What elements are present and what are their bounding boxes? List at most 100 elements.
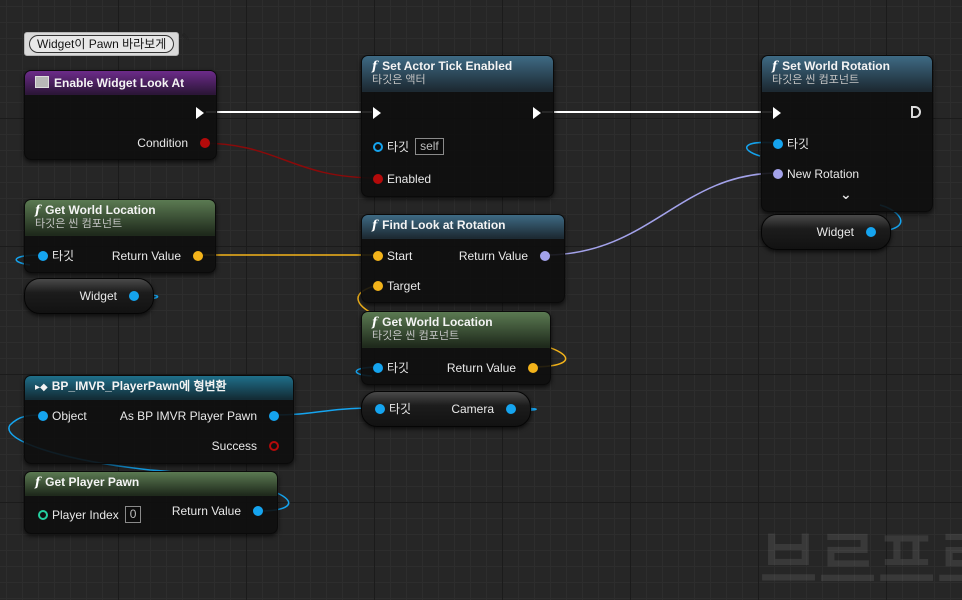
node-find-look-at-rotation[interactable]: f Find Look at Rotation Start Target Retu… (361, 214, 565, 303)
variable-widget[interactable]: Widget (24, 278, 154, 314)
node-title: Set Actor Tick Enabled (382, 59, 513, 73)
pin-label: Return Value (446, 361, 516, 375)
object-pin-icon[interactable] (373, 141, 383, 152)
pushpin-icon[interactable]: ✎ (181, 32, 191, 44)
pin-label: 타깃 (387, 361, 410, 375)
node-subtitle: 타깃은 액터 (372, 74, 426, 86)
pin-success[interactable]: Success (212, 439, 279, 453)
watermark: 브르프로 (760, 527, 962, 596)
cast-icon: ▸◆ (35, 382, 48, 393)
pin-label: 타깃 (52, 249, 75, 263)
object-pin-icon[interactable] (253, 506, 263, 516)
node-set-actor-tick-enabled[interactable]: f Set Actor Tick Enabled 타깃은 액터 타깃 self En… (361, 55, 554, 197)
pin-label: Enabled (387, 172, 432, 186)
vector-pin-icon[interactable] (373, 251, 383, 261)
object-pin-icon[interactable] (773, 139, 783, 149)
pin-label: 타깃 (387, 139, 410, 154)
vector-pin-icon[interactable] (193, 251, 203, 261)
object-pin-icon[interactable] (129, 291, 139, 301)
node-header: f Set Actor Tick Enabled 타깃은 액터 (362, 56, 553, 92)
comment-bubble[interactable]: Widget이 Pawn 바라보게 ✎ (24, 32, 190, 56)
node-get-world-location[interactable]: f Get World Location 타깃은 씬 컴포넌트 타깃 Return… (24, 199, 216, 273)
bool-pin-icon[interactable] (373, 174, 383, 184)
pin-label: Player Index (52, 507, 119, 522)
variable-camera[interactable]: 타깃 Camera (361, 391, 531, 427)
pin-return-value[interactable]: Return Value (172, 504, 263, 518)
function-icon: f (372, 59, 378, 73)
function-icon: f (35, 475, 41, 489)
function-icon: f (372, 218, 378, 232)
function-icon: f (772, 59, 778, 73)
pin-widget[interactable]: Widget (80, 289, 139, 303)
exec-in-pin[interactable] (773, 107, 781, 119)
pin-return-value[interactable]: Return Value (447, 361, 538, 375)
variable-widget[interactable]: Widget (761, 214, 891, 250)
exec-out-pin[interactable] (196, 107, 204, 119)
node-title: Get World Location (45, 203, 156, 217)
node-title: Find Look at Rotation (382, 218, 506, 232)
int-pin-icon[interactable] (38, 509, 48, 520)
pin-enabled[interactable]: Enabled (373, 172, 431, 186)
vector-pin-icon[interactable] (528, 363, 538, 373)
node-subtitle: 타깃은 씬 컴포넌트 (372, 330, 460, 342)
object-pin-icon[interactable] (38, 411, 48, 421)
event-icon (35, 76, 49, 88)
pin-start[interactable]: Start (373, 249, 412, 263)
pin-label: Condition (137, 136, 188, 150)
pin-object[interactable]: Object (38, 409, 87, 423)
pin-label: Return Value (458, 249, 528, 263)
pin-camera[interactable]: Camera (451, 402, 516, 416)
pin-target[interactable]: 타깃 self (373, 138, 444, 155)
rotator-pin-icon[interactable] (540, 251, 550, 261)
pin-label: As BP IMVR Player Pawn (119, 409, 257, 423)
bool-pin-icon[interactable] (269, 441, 279, 451)
pin-player-index[interactable]: Player Index 0 (38, 506, 142, 523)
pin-widget[interactable]: Widget (817, 225, 876, 239)
exec-out-pin[interactable] (911, 106, 921, 118)
rotator-pin-icon[interactable] (773, 169, 783, 179)
pin-label: Start (387, 249, 413, 263)
object-pin-icon[interactable] (269, 411, 279, 421)
exec-out-pin[interactable] (533, 107, 541, 119)
node-header: f Get World Location 타깃은 씬 컴포넌트 (25, 200, 215, 236)
pin-return-value[interactable]: Return Value (459, 249, 550, 263)
function-icon: f (372, 315, 378, 329)
node-enable-widget-look-at[interactable]: Enable Widget Look At Condition (24, 70, 217, 160)
node-title: Enable Widget Look At (54, 76, 185, 90)
node-cast-to-player-pawn[interactable]: ▸◆BP_IMVR_PlayerPawn에 형변환 Object As BP I… (24, 375, 294, 464)
pin-as-player-pawn[interactable]: As BP IMVR Player Pawn (120, 409, 279, 423)
exec-in-pin[interactable] (373, 107, 381, 119)
pin-label: Object (52, 409, 87, 423)
object-pin-icon[interactable] (38, 251, 48, 261)
object-pin-icon[interactable] (866, 227, 876, 237)
object-pin-icon[interactable] (373, 363, 383, 373)
object-pin-icon[interactable] (506, 404, 516, 414)
rotator-wire (544, 172, 779, 256)
pin-target[interactable]: 타깃 (375, 402, 411, 416)
vector-pin-icon[interactable] (373, 281, 383, 291)
pin-target[interactable]: 타깃 (373, 361, 409, 375)
pin-new-rotation[interactable]: New Rotation (773, 167, 859, 181)
pin-target[interactable]: 타깃 (38, 249, 74, 263)
expand-advanced-chevron-icon[interactable]: ⌄ (840, 186, 852, 202)
pin-target[interactable]: 타깃 (773, 137, 809, 151)
bool-pin-icon[interactable] (200, 138, 210, 148)
node-subtitle: 타깃은 씬 컴포넌트 (35, 218, 123, 230)
pin-label: Success (211, 439, 257, 453)
pin-return-value[interactable]: Return Value (112, 249, 203, 263)
object-pin-icon[interactable] (375, 404, 385, 414)
player-index-field[interactable]: 0 (124, 506, 142, 523)
pin-condition[interactable]: Condition (137, 136, 210, 150)
function-icon: f (35, 203, 41, 217)
node-header: ▸◆BP_IMVR_PlayerPawn에 형변환 (25, 376, 293, 400)
target-field[interactable]: self (415, 138, 444, 155)
pin-label: 타깃 (787, 137, 810, 151)
pin-label: Widget (79, 289, 117, 303)
pin-target[interactable]: Target (373, 279, 420, 293)
